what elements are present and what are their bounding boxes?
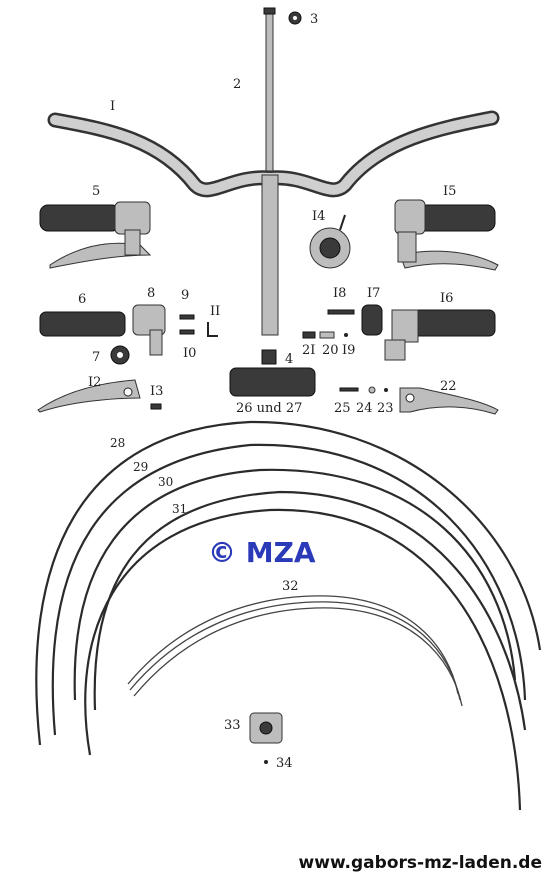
label-6: 6 bbox=[78, 292, 86, 307]
label-21: 2I bbox=[302, 343, 315, 358]
part-29-cable bbox=[51, 443, 527, 736]
label-31: 31 bbox=[172, 502, 187, 516]
label-24: 24 bbox=[356, 401, 373, 416]
part-3-nut bbox=[288, 11, 302, 25]
label-30: 30 bbox=[158, 475, 173, 489]
label-20: 20 bbox=[322, 343, 339, 358]
part-31-cable-lower bbox=[84, 508, 522, 811]
label-3: 3 bbox=[310, 12, 318, 27]
part-6-grip-rubber bbox=[39, 311, 126, 337]
label-13: I3 bbox=[150, 384, 163, 399]
label-17: I7 bbox=[367, 286, 380, 301]
label-26-27: 26 und 27 bbox=[236, 401, 302, 416]
label-33: 33 bbox=[224, 718, 241, 733]
part-18-screw bbox=[327, 309, 355, 315]
part-17-cap bbox=[361, 304, 383, 336]
part-5-left-grip bbox=[39, 201, 152, 269]
part-15-right-grip bbox=[394, 199, 499, 271]
part-16-right-grip-rubber bbox=[384, 309, 496, 361]
part-7-washer bbox=[110, 345, 130, 365]
part-30-cable bbox=[73, 468, 517, 701]
label-1: I bbox=[110, 99, 115, 114]
label-18: I8 bbox=[333, 286, 346, 301]
label-7: 7 bbox=[92, 350, 100, 365]
label-22: 22 bbox=[440, 379, 457, 394]
label-4: 4 bbox=[285, 352, 293, 367]
part-14-switch bbox=[309, 214, 351, 269]
part-26-27-throttle-grip bbox=[229, 367, 316, 397]
label-2: 2 bbox=[233, 77, 241, 92]
parts-19-21-small-parts bbox=[302, 331, 348, 339]
label-5: 5 bbox=[92, 184, 100, 199]
parts-9-10-11-screws bbox=[179, 314, 218, 337]
label-10: I0 bbox=[183, 346, 196, 361]
label-29: 29 bbox=[133, 460, 148, 474]
part-12-left-lever bbox=[37, 379, 141, 413]
part-33-switch-block bbox=[249, 712, 283, 744]
label-9: 9 bbox=[181, 288, 189, 303]
label-34: 34 bbox=[276, 756, 293, 771]
label-28: 28 bbox=[110, 436, 125, 450]
part-34-screw bbox=[264, 760, 268, 764]
part-1-handlebar bbox=[47, 110, 500, 336]
part-28-cable bbox=[35, 420, 542, 746]
label-19: I9 bbox=[342, 343, 355, 358]
part-32-wire-loom bbox=[127, 595, 463, 707]
label-14: I4 bbox=[312, 209, 325, 224]
part-4-nut bbox=[261, 349, 277, 365]
label-11: II bbox=[210, 304, 220, 319]
parts-23-25-small-parts bbox=[339, 386, 388, 394]
copyright-watermark: © MZA bbox=[208, 536, 316, 569]
label-25: 25 bbox=[334, 401, 351, 416]
label-15: I5 bbox=[443, 184, 456, 199]
label-23: 23 bbox=[377, 401, 394, 416]
website-url: www.gabors-mz-laden.de bbox=[298, 853, 542, 873]
label-8: 8 bbox=[147, 286, 155, 301]
part-22-right-lever bbox=[399, 387, 499, 415]
label-12: I2 bbox=[88, 375, 101, 390]
part-8-lever-housing bbox=[132, 304, 166, 356]
label-32: 32 bbox=[282, 579, 299, 594]
part-13-pin bbox=[150, 403, 162, 410]
label-16: I6 bbox=[440, 291, 453, 306]
part-31-cable bbox=[93, 490, 527, 731]
